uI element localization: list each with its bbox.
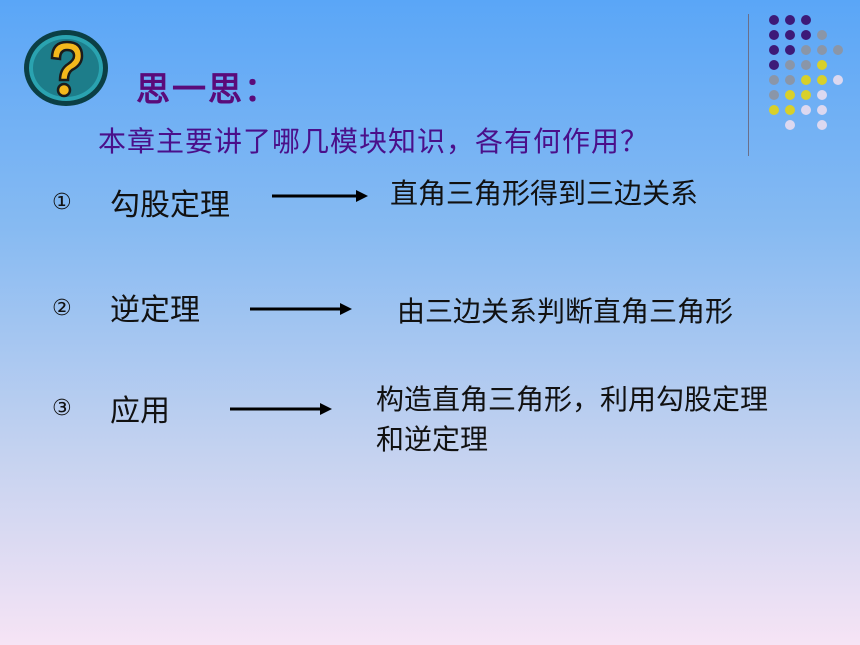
- dots-row-2: [769, 30, 827, 40]
- item-3-label: 应用: [110, 394, 170, 429]
- divider-line: [748, 14, 749, 156]
- dots-row-1: [769, 15, 811, 25]
- item-3-result: 构造直角三角形，利用勾股定理和逆定理: [376, 383, 769, 456]
- dots-row-6: [769, 90, 827, 100]
- slide-title: 思一思：: [136, 70, 280, 110]
- item-2-label: 逆定理: [110, 293, 200, 328]
- dots-row-5: [769, 75, 843, 85]
- item-1-arrow-icon: [272, 190, 368, 202]
- dots-row-3: [769, 45, 843, 55]
- question-mark-icon: [24, 30, 108, 106]
- item-3-number: ③: [52, 396, 72, 421]
- item-2-result: 由三边关系判断直角三角形: [397, 295, 734, 328]
- dots-row-7: [769, 105, 827, 115]
- dots-row-8: [785, 120, 827, 130]
- item-1-label: 勾股定理: [110, 188, 230, 223]
- decorative-dot-grid: [769, 15, 843, 130]
- slide-question: 本章主要讲了哪几模块知识，各有何作用？: [98, 125, 650, 158]
- item-1-result: 直角三角形得到三边关系: [390, 177, 699, 210]
- item-1-number: ①: [52, 190, 72, 215]
- dots-row-4: [769, 60, 827, 70]
- item-3-arrow-icon: [230, 403, 332, 415]
- item-2-number: ②: [52, 296, 72, 321]
- item-2-arrow-icon: [250, 303, 352, 315]
